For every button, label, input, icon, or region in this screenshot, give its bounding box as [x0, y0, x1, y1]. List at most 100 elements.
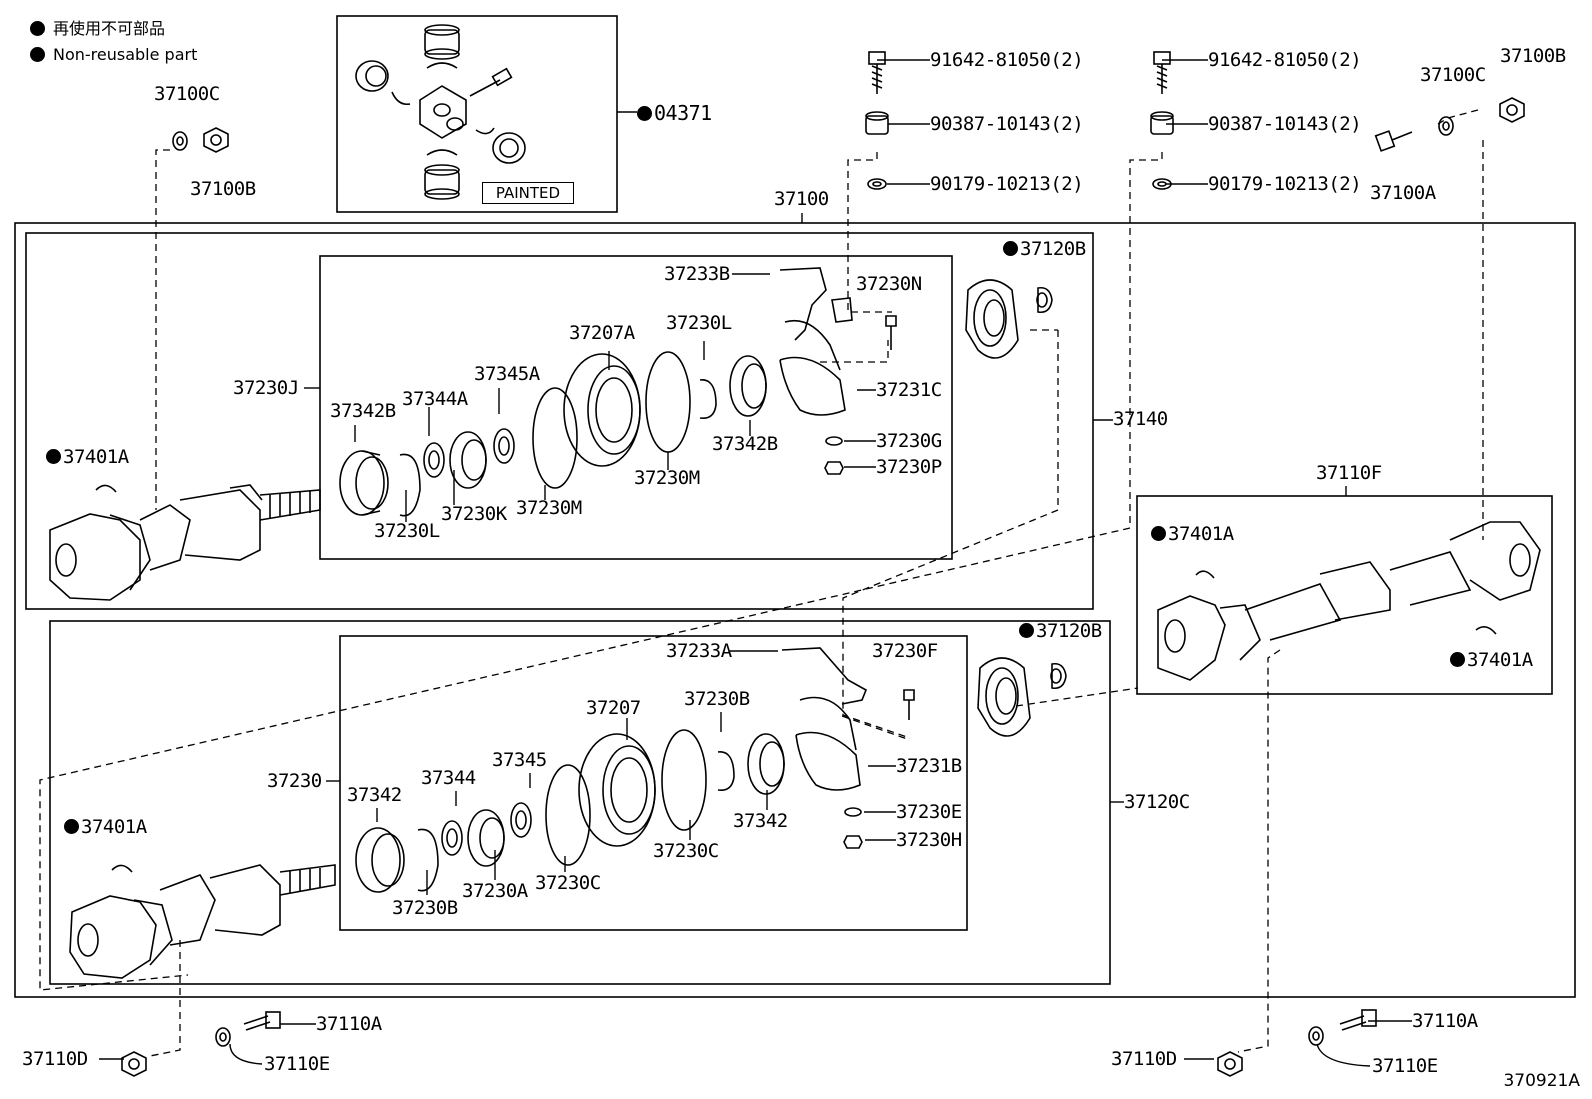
label-37401A-c: 37401A: [1450, 649, 1533, 671]
label-37401A-a-text: 37401A: [63, 446, 129, 468]
label-37230B-b: 37230B: [392, 897, 458, 919]
kit-label-text: 04371: [654, 101, 712, 125]
label-37230P: 37230P: [876, 456, 942, 478]
label-37207: 37207: [586, 697, 641, 719]
label-37345A: 37345A: [474, 363, 540, 385]
legend-jp-text: 再使用不可部品: [53, 19, 166, 38]
non-reusable-dot-icon: [64, 819, 79, 834]
label-37233A: 37233A: [666, 640, 732, 662]
front-flange: [965, 279, 1053, 359]
label-37100B-a: 37100B: [190, 178, 256, 200]
label-37230L-a: 37230L: [666, 312, 732, 334]
label-37140: 37140: [1113, 408, 1168, 430]
label-37120B-b-text: 37120B: [1036, 620, 1102, 642]
rear-flange: [977, 657, 1067, 737]
label-37100: 37100: [774, 188, 829, 210]
label-37110E-b: 37110E: [1372, 1055, 1438, 1077]
non-reusable-dot-icon: [1003, 241, 1018, 256]
dashed-assembly-lines: [39, 109, 1484, 1057]
label-37100B-b: 37100B: [1500, 45, 1566, 67]
figure-code: 370921A: [1503, 1071, 1580, 1091]
front-shaft-frame: [25, 232, 1094, 610]
non-reusable-dot-icon: [1019, 623, 1034, 638]
bottom-bolt-set-left: [121, 1011, 281, 1077]
label-37100C-a: 37100C: [154, 83, 220, 105]
label-37110D-a: 37110D: [22, 1048, 88, 1070]
label-37401A-c-text: 37401A: [1467, 649, 1533, 671]
legend-jp: 再使用不可部品: [30, 19, 165, 39]
rear-shaft-drawing: [69, 864, 336, 979]
non-reusable-dot-icon: [30, 21, 45, 36]
front-bearing-subframe: [319, 255, 953, 560]
label-37345: 37345: [492, 749, 547, 771]
washer-nut-37100C-B-left: [172, 127, 229, 153]
label-37230: 37230: [267, 770, 322, 792]
label-37344A: 37344A: [402, 388, 468, 410]
label-37120C: 37120C: [1124, 791, 1190, 813]
label-37230A: 37230A: [462, 880, 528, 902]
non-reusable-dot-icon: [30, 47, 45, 62]
leader-lines: [99, 59, 1412, 1067]
label-90179-a: 90179-10213(2): [930, 173, 1084, 195]
rear-bearing-parts: [355, 647, 915, 893]
label-37401A-a: 37401A: [46, 446, 129, 468]
label-37230B-a: 37230B: [684, 688, 750, 710]
universal-joint-kit: [355, 24, 526, 200]
front-shaft-drawing: [49, 484, 321, 601]
top-bolt-set-right: [1150, 51, 1174, 190]
front-bearing-parts: [339, 267, 897, 517]
label-37401A-b: 37401A: [1151, 523, 1234, 545]
label-37230C-b: 37230C: [535, 872, 601, 894]
label-37230M-a: 37230M: [634, 467, 700, 489]
label-37230G: 37230G: [876, 430, 942, 452]
label-91642-b: 91642-81050(2): [1208, 49, 1362, 71]
legend-en-text: Non-reusable part: [53, 45, 198, 64]
label-37342-b: 37342: [733, 810, 788, 832]
label-37230C-a: 37230C: [653, 840, 719, 862]
label-37342-a: 37342: [347, 784, 402, 806]
label-37230L-b: 37230L: [374, 520, 440, 542]
label-90387-b: 90387-10143(2): [1208, 113, 1362, 135]
non-reusable-dot-icon: [1151, 526, 1166, 541]
rear-propeller-drawing: [1157, 521, 1541, 681]
kit-label: 04371: [637, 102, 712, 124]
bolt-37100A-set: [1374, 97, 1525, 152]
label-37231B: 37231B: [896, 755, 962, 777]
label-37230H: 37230H: [896, 829, 962, 851]
label-37230J: 37230J: [233, 377, 299, 399]
legend-en: Non-reusable part: [30, 45, 197, 65]
label-37120B-a-text: 37120B: [1020, 238, 1086, 260]
rear-propeller-frame-37110F: [1136, 495, 1553, 695]
label-37401A-d: 37401A: [64, 816, 147, 838]
label-37233B: 37233B: [664, 263, 730, 285]
label-37120B-a: 37120B: [1003, 238, 1086, 260]
label-37110A-a: 37110A: [316, 1013, 382, 1035]
non-reusable-dot-icon: [46, 449, 61, 464]
painted-tag: PAINTED: [482, 182, 574, 204]
label-37401A-b-text: 37401A: [1168, 523, 1234, 545]
label-37207A: 37207A: [569, 322, 635, 344]
label-37401A-d-text: 37401A: [81, 816, 147, 838]
label-37230K: 37230K: [441, 503, 507, 525]
non-reusable-dot-icon: [1450, 652, 1465, 667]
label-37230F: 37230F: [872, 640, 938, 662]
label-37110F: 37110F: [1316, 462, 1382, 484]
label-37110D-b: 37110D: [1111, 1048, 1177, 1070]
label-37230N: 37230N: [856, 273, 922, 295]
kit-frame: [336, 15, 618, 213]
label-37230E: 37230E: [896, 801, 962, 823]
top-bolt-set-left: [865, 51, 889, 190]
label-37344: 37344: [421, 767, 476, 789]
label-90179-b: 90179-10213(2): [1208, 173, 1362, 195]
label-37100C-b: 37100C: [1420, 64, 1486, 86]
label-37342B-b: 37342B: [712, 433, 778, 455]
label-37100A: 37100A: [1370, 182, 1436, 204]
label-37342B-a: 37342B: [330, 400, 396, 422]
label-91642-a: 91642-81050(2): [930, 49, 1084, 71]
label-37230M-b: 37230M: [516, 497, 582, 519]
assembly-frame-37100: [14, 222, 1576, 998]
label-37110A-b: 37110A: [1412, 1010, 1478, 1032]
label-37231C: 37231C: [876, 379, 942, 401]
label-37120B-b: 37120B: [1019, 620, 1102, 642]
